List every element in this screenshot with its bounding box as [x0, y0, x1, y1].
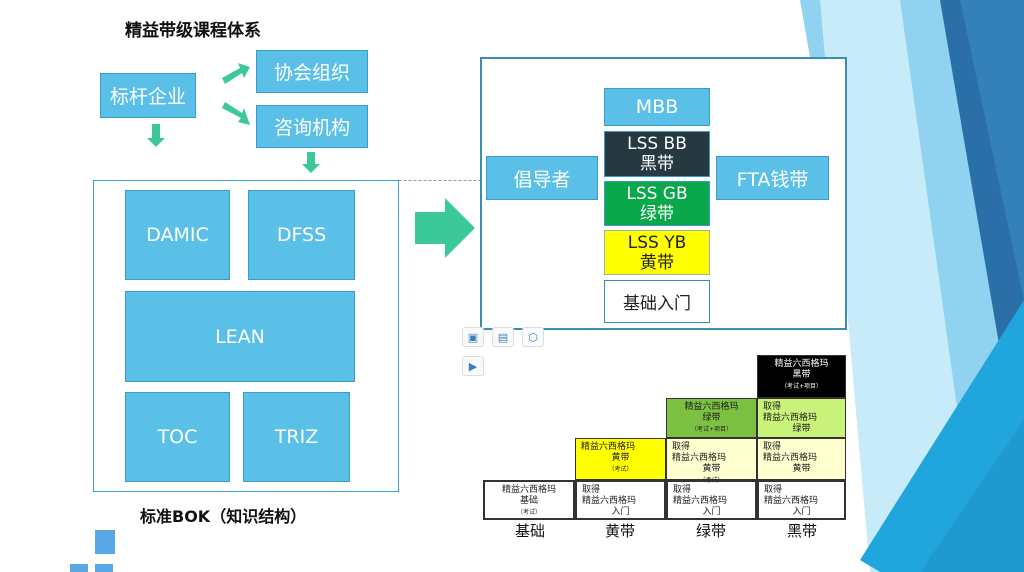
- ladder-black: 精益六西格玛黑带（考试+项目）: [757, 355, 846, 398]
- ladder-obtain-yellow-black: 取得精益六西格玛黄带: [757, 438, 846, 480]
- ladder-col-green: 绿带: [695, 522, 726, 540]
- champion-box: 倡导者: [486, 156, 598, 200]
- arrow-down-right-icon: [222, 102, 250, 125]
- arrow-down-icon: [302, 152, 320, 173]
- big-arrow-right-icon: [415, 198, 475, 258]
- ladder-entry-black: 取得精益六西格玛入门: [757, 480, 846, 520]
- belt-mbb: MBB: [604, 88, 710, 126]
- ladder-basic: 精益六西格玛基础（考试）: [483, 480, 575, 520]
- ladder-col-yellow: 黄带: [604, 522, 635, 540]
- consulting-box: 咨询机构: [256, 105, 368, 148]
- association-box: 协会组织: [256, 50, 368, 93]
- belt-gb-code: LSS GB: [626, 183, 688, 204]
- ladder-yellow: 精益六西格玛黄带（考试）: [575, 438, 666, 480]
- belt-gb-name: 绿带: [640, 203, 674, 224]
- bok-lean: LEAN: [125, 291, 355, 382]
- ladder-entry-green: 取得精益六西格玛入门: [666, 480, 757, 520]
- document-icon[interactable]: ▤: [492, 327, 514, 347]
- image-icon[interactable]: ▣: [462, 327, 484, 347]
- ladder-col-basic: 基础: [514, 522, 545, 540]
- ladder-obtain-yellow: 取得精益六西格玛黄带（考试）: [666, 438, 757, 484]
- flow-arrows: [128, 63, 500, 280]
- video-icon[interactable]: ▶: [462, 356, 484, 376]
- ladder-green: 精益六西格玛绿带（考试+项目）: [666, 398, 757, 438]
- belt-bb-name: 黑带: [640, 154, 674, 174]
- benchmark-box: 标杆企业: [100, 73, 196, 118]
- bok-damic: DAMIC: [125, 190, 230, 280]
- arrow-up-right-icon: [222, 63, 250, 84]
- 3d-model-icon[interactable]: ⬡: [522, 327, 544, 347]
- belt-yb-code: LSS YB: [627, 232, 687, 253]
- belt-bb-code: LSS BB: [627, 134, 687, 154]
- ladder-col-black: 黑带: [786, 522, 817, 540]
- bok-triz: TRIZ: [243, 392, 350, 482]
- belt-basic: 基础入门: [604, 280, 710, 323]
- arrow-down-icon: [147, 124, 165, 147]
- bok-dfss: DFSS: [248, 190, 355, 280]
- bok-toc: TOC: [125, 392, 230, 482]
- fta-box: FTA钱带: [716, 156, 829, 200]
- bok-label: 标准BOK（知识结构）: [140, 503, 307, 527]
- ladder-obtain-green: 取得精益六西格玛绿带: [757, 398, 846, 438]
- belt-yb-name: 黄带: [640, 252, 674, 273]
- ladder-entry-yellow: 取得精益六西格玛入门: [575, 480, 666, 520]
- page-title: 精益带级课程体系: [125, 21, 261, 41]
